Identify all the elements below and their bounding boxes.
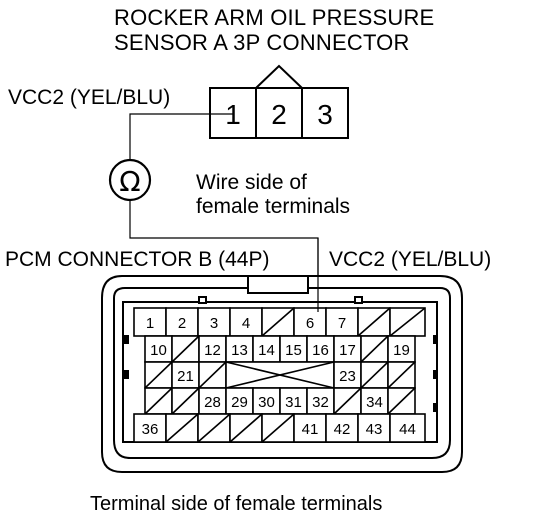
pcm-terminal-label: 2 — [178, 315, 186, 332]
pcm-terminal-label: 14 — [258, 342, 275, 359]
pcm-unused-slash — [387, 387, 416, 415]
ohm-symbol: Ω — [119, 165, 140, 198]
wire-side-label-line-2: female terminals — [196, 195, 351, 218]
pcm-unused-slash — [357, 307, 391, 337]
pcm-guide-mark — [124, 370, 129, 379]
pcm-unused-slash — [229, 413, 263, 443]
pcm-terminal-label: 42 — [334, 421, 351, 438]
pcm-terminal-label: 3 — [210, 315, 218, 332]
pcm-terminal-34 — [360, 387, 389, 415]
pcm-terminal-label: 41 — [302, 421, 319, 438]
pcm-terminal-12 — [198, 335, 227, 363]
pcm-terminal-numbers: 1 2 3 4 6 7 10 12 13 14 15 16 17 19 21 2… — [142, 315, 416, 438]
pcm-terminal-43 — [357, 413, 391, 443]
pcm-unused-slash — [261, 413, 295, 443]
pcm-terminal-31 — [279, 387, 308, 415]
pcm-row-2 — [144, 335, 416, 363]
pcm-unused-slash — [144, 361, 173, 389]
pcm-terminal-36 — [133, 413, 167, 443]
pcm-terminal-6 — [293, 307, 327, 337]
pcm-guide-mark — [433, 335, 438, 344]
vcc2-pcm-label: VCC2 (YEL/BLU) — [329, 248, 492, 271]
pcm-terminal-label: 23 — [339, 368, 356, 385]
pcm-unused-slash — [198, 361, 227, 389]
pcm-terminal-label: 30 — [258, 394, 275, 411]
pcm-row-1 — [133, 307, 426, 337]
pcm-unused-slash — [360, 335, 389, 363]
pcm-terminal-label: 36 — [142, 421, 159, 438]
pcm-terminal-label: 29 — [231, 394, 248, 411]
pcm-row-5 — [133, 413, 426, 443]
pcm-guide-mark — [433, 370, 438, 379]
pcm-terminal-7 — [325, 307, 359, 337]
pcm-inner-shell — [113, 287, 451, 459]
pcm-terminal-label: 13 — [231, 342, 248, 359]
vcc2-sensor-label: VCC2 (YEL/BLU) — [8, 86, 171, 109]
sensor-3p-connector — [209, 64, 349, 139]
pcm-terminal-label: 6 — [306, 315, 314, 332]
pcm-terminal-44 — [389, 413, 426, 443]
pcm-key-notch — [198, 296, 207, 304]
pcm-unused-slash — [171, 335, 200, 363]
pcm-terminal-label: 31 — [285, 394, 302, 411]
pcm-terminal-21 — [171, 361, 200, 389]
pcm-unused-slash — [165, 413, 199, 443]
pcm-row-4 — [144, 387, 416, 415]
sensor-connector-body — [209, 87, 349, 139]
sensor-pin-2: 2 — [271, 99, 287, 130]
pcm-row-3 — [144, 361, 416, 389]
pcm-unused-slash — [261, 307, 295, 337]
ohmmeter-icon — [108, 158, 152, 202]
pcm-terminal-label: 32 — [312, 394, 329, 411]
wire-side-label-line-1: Wire side of — [196, 171, 307, 194]
sensor-title-line-1: ROCKER ARM OIL PRESSURE — [114, 5, 435, 30]
pcm-guide-mark — [124, 335, 129, 344]
pcm-terminal-10 — [144, 335, 173, 363]
pcm-unused-slash — [197, 413, 231, 443]
pcm-guide-mark — [433, 403, 438, 412]
pcm-terminal-2 — [165, 307, 199, 337]
pcm-terminal-label: 28 — [204, 394, 221, 411]
pcm-unused-slash — [333, 387, 362, 415]
pcm-terminal-label: 17 — [339, 342, 356, 359]
pcm-terminal-label: 7 — [338, 315, 346, 332]
pcm-terminal-label: 19 — [393, 342, 410, 359]
pcm-terminal-label: 43 — [366, 421, 383, 438]
pcm-terminal-label: 4 — [242, 315, 250, 332]
pcm-unused-slash — [144, 387, 173, 415]
pcm-terminal-label: 15 — [285, 342, 302, 359]
pcm-key-notch — [354, 296, 363, 304]
pcm-terminal-label: 16 — [312, 342, 329, 359]
pcm-lock-tab — [247, 275, 309, 294]
pcm-unused-slash — [389, 307, 426, 337]
pcm-terminal-label: 1 — [146, 315, 154, 332]
pcm-side-guides — [124, 335, 438, 412]
pcm-terminal-label: 44 — [399, 421, 416, 438]
pcm-partition-cross — [225, 361, 335, 389]
pcm-unused-slash — [387, 361, 416, 389]
sensor-side-probe-wire — [129, 113, 233, 160]
sensor-connector-lock-tab — [255, 64, 303, 89]
pcm-terminal-label: 34 — [366, 394, 383, 411]
pcm-terminal-label: 12 — [204, 342, 221, 359]
sensor-pin-labels: 1 2 3 — [225, 99, 333, 130]
pcm-connector-label: PCM CONNECTOR B (44P) — [5, 248, 270, 271]
pcm-unused-slash — [171, 387, 200, 415]
sensor-title-line-2: SENSOR A 3P CONNECTOR — [114, 30, 410, 55]
pcm-terminal-label: 21 — [177, 368, 194, 385]
pcm-terminal-4 — [229, 307, 263, 337]
pcm-terminal-label: 10 — [150, 342, 167, 359]
sensor-pin-3: 3 — [317, 99, 333, 130]
pcm-unused-slash — [360, 361, 389, 389]
terminal-side-caption: Terminal side of female terminals — [90, 493, 383, 515]
